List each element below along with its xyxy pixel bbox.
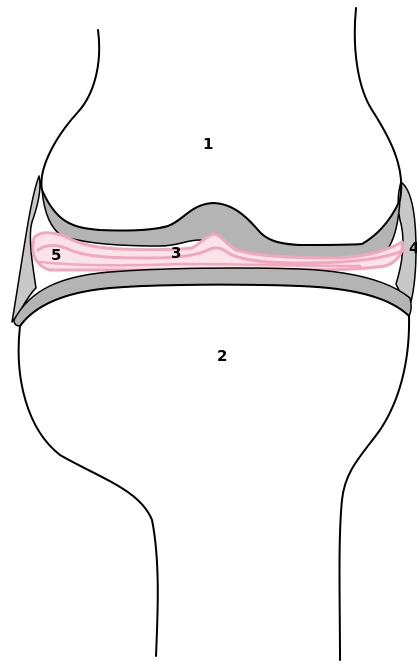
tibia-cartilage <box>14 268 411 326</box>
label-femur: 1 <box>203 135 213 153</box>
label-tibia: 2 <box>217 347 227 365</box>
label-capsule: 4 <box>409 239 417 257</box>
tibia-outline <box>20 285 409 660</box>
tibia-outline-left <box>19 326 158 656</box>
label-cartilage: 3 <box>171 244 181 262</box>
label-synovial-cavity: 5 <box>51 246 61 264</box>
